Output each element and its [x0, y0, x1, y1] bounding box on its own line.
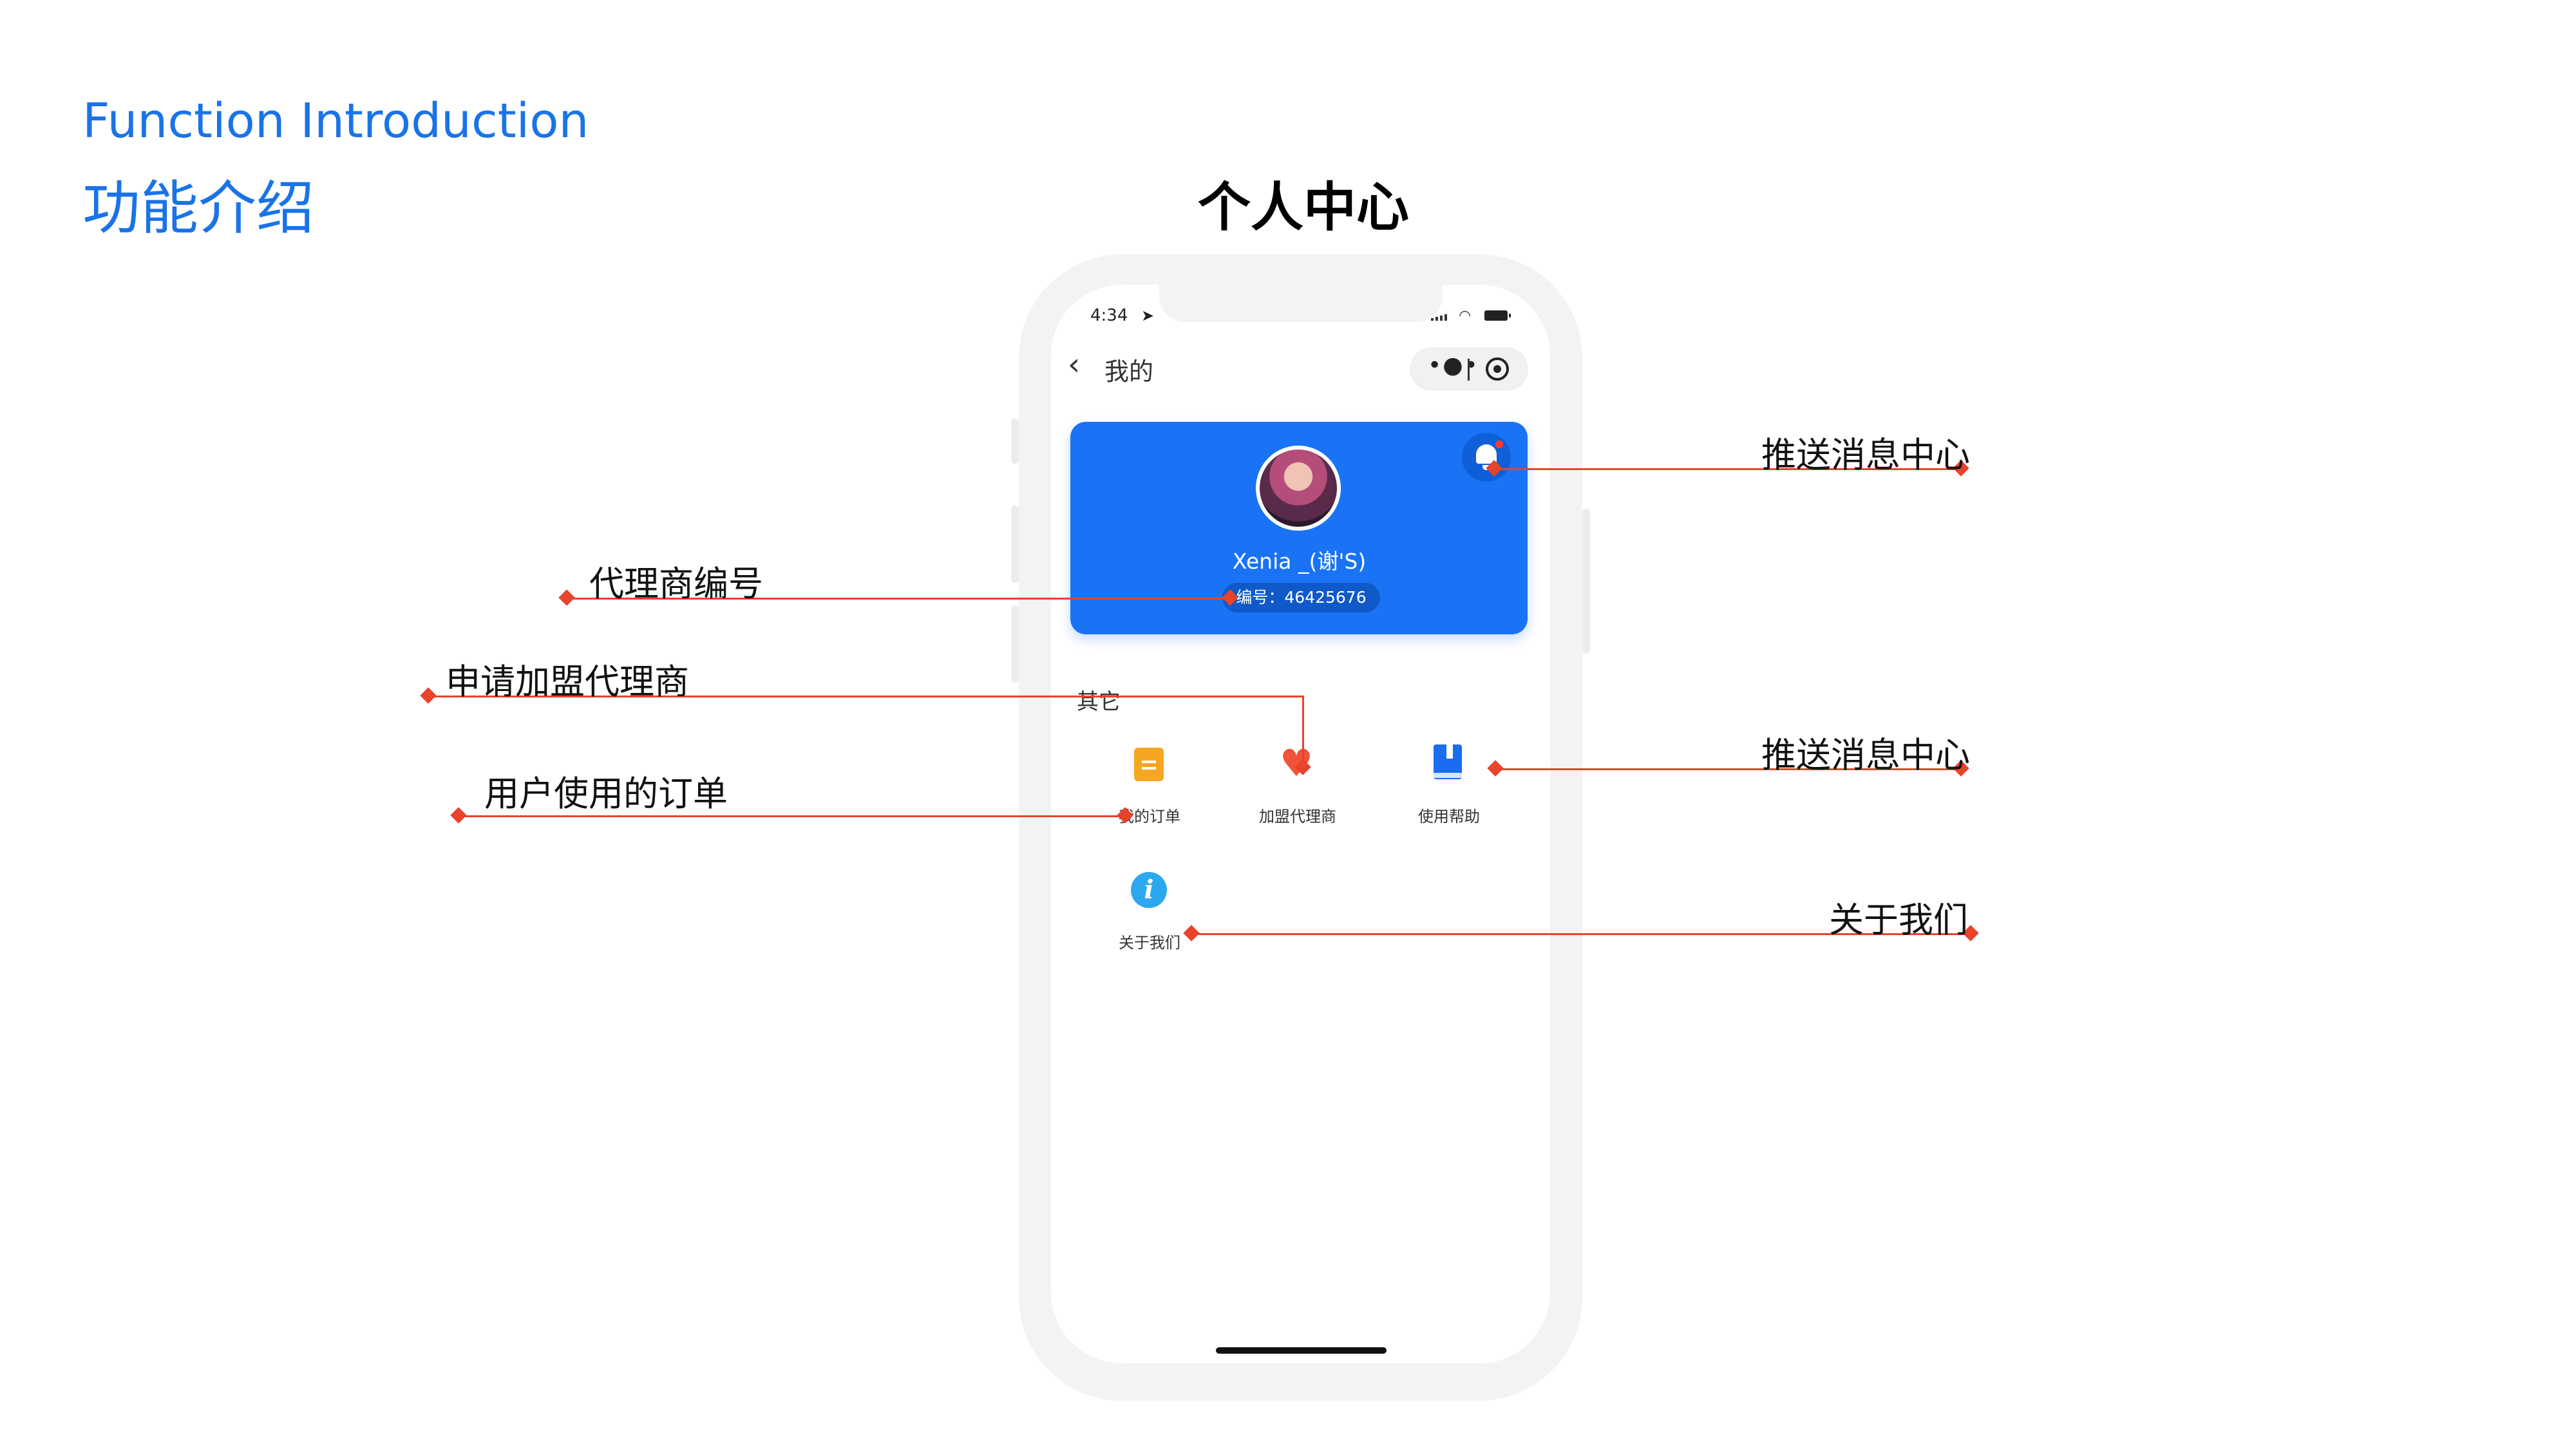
avatar[interactable]: [1256, 446, 1341, 531]
home-indicator: [1216, 1347, 1387, 1354]
phone-notch: [1159, 285, 1443, 322]
annotation-vline-apply-agent: [1302, 696, 1304, 766]
annotation-push-center-mid: 推送消息中心: [1761, 735, 1970, 775]
capsule-divider: [1468, 359, 1470, 381]
signal-icon: [1431, 313, 1448, 321]
grid-label-join-agent[interactable]: 加盟代理商: [1259, 808, 1336, 826]
back-chevron-icon[interactable]: ‹: [1068, 346, 1081, 383]
annotation-user-orders: 用户使用的订单: [484, 773, 728, 814]
annotation-agent-number: 代理商编号: [589, 564, 763, 604]
unread-dot: [1495, 440, 1503, 448]
annotation-push-center-top: 推送消息中心: [1761, 435, 1970, 475]
phone-side-button: [1011, 419, 1019, 464]
book-icon[interactable]: [1428, 742, 1467, 781]
annotation-dot: [450, 807, 467, 824]
wifi-icon: ◠: [1459, 308, 1472, 324]
header-title-zh: 功能介绍: [82, 175, 314, 242]
grid-label-help[interactable]: 使用帮助: [1418, 808, 1480, 826]
annotation-line-user-orders: [459, 815, 1125, 817]
annotation-line-apply-agent: [428, 696, 1304, 697]
phone-side-button: [1011, 506, 1019, 583]
annotation-line-push-top: [1494, 468, 1961, 470]
more-dots-icon[interactable]: •●•: [1428, 352, 1479, 379]
annotation-line-about-us: [1191, 933, 1971, 935]
phone-side-button: [1011, 605, 1019, 683]
header-title-en: Function Introduction: [82, 93, 589, 149]
annotation-dot: [558, 589, 575, 606]
phone-power-button: [1582, 509, 1590, 654]
annotation-line-agent-number: [567, 598, 1230, 600]
mini-program-capsule: •●•: [1410, 348, 1528, 390]
close-target-icon[interactable]: [1486, 357, 1509, 381]
location-arrow-icon: ➤: [1141, 307, 1155, 325]
page-title: 个人中心: [1198, 177, 1410, 238]
battery-icon: [1484, 310, 1511, 321]
annotation-about-us: 关于我们: [1829, 900, 1968, 940]
username: Xenia _(谢'S): [1232, 549, 1367, 574]
grid-label-about-us[interactable]: 关于我们: [1119, 934, 1180, 952]
annotation-apply-agent: 申请加盟代理商: [446, 661, 689, 702]
status-time: 4:34: [1090, 306, 1128, 325]
handshake-heart-icon[interactable]: ♥: [1280, 741, 1313, 785]
info-icon[interactable]: i: [1130, 871, 1168, 909]
agent-id-badge: 编号：46425676: [1222, 583, 1380, 612]
annotation-line-push-mid: [1495, 768, 1961, 770]
clipboard-icon[interactable]: [1130, 744, 1169, 782]
annotation-dot: [420, 687, 437, 704]
section-label-other: 其它: [1077, 689, 1121, 715]
nav-title: 我的: [1104, 357, 1154, 386]
notification-bell-icon[interactable]: [1462, 433, 1511, 482]
